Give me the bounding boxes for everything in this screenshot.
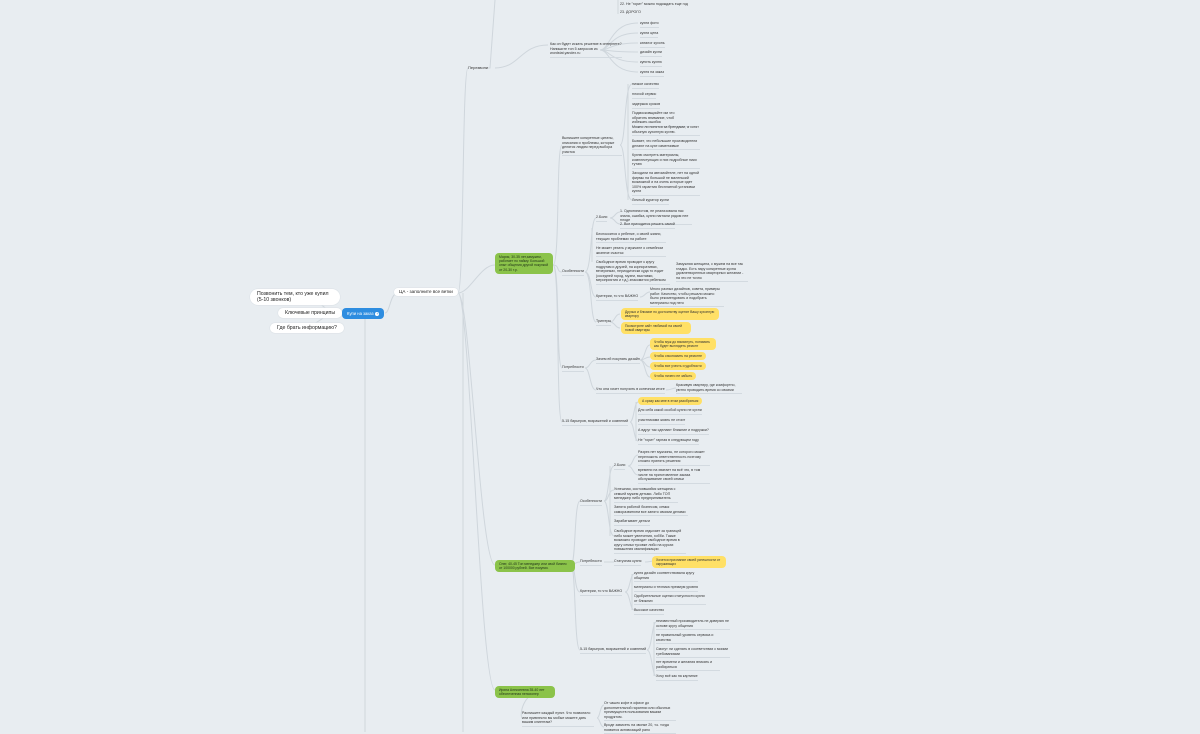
pains-node[interactable]: 2.Боли [614, 463, 626, 470]
persona-irina[interactable]: Ирина Алексеевна 35-40 лет обеспеченная … [495, 686, 555, 699]
need-item[interactable]: Чтобы ничего не забыть [650, 372, 697, 381]
trigger-item[interactable]: Друзья и близкие по достоинству оценят В… [621, 308, 719, 321]
quote-item[interactable]: Заходили на автомойтеле, нет на одной фи… [632, 171, 700, 196]
criteria-item[interactable]: материалы и техника премиум уровня [634, 585, 698, 592]
search-query[interactable]: каталог кухонь [640, 41, 665, 48]
root-node[interactable]: Купи на заказ+ [342, 308, 385, 319]
feature-item[interactable]: Занята работой бизнесом, семья саморазви… [614, 505, 688, 517]
quotes-node[interactable]: Выпишите конкретные цитаты, описания и п… [562, 136, 622, 157]
search-query[interactable]: купить кухню [640, 60, 662, 67]
barrier-item[interactable]: А сразу как мне в этом разобраться [638, 397, 703, 406]
need-item[interactable]: Чтобы сэкономить на ремонте [650, 352, 707, 361]
pain-item[interactable]: времени на хватает на всё что, в том чис… [638, 468, 710, 484]
answer-item[interactable]: Вроде зависеть на звонке 20, т.к. тогда … [604, 723, 676, 734]
barrier-item[interactable]: не правильный уровень сервиса и качества [656, 633, 720, 645]
barrier-item[interactable]: участниками жизнь не стоит [638, 418, 686, 425]
perezvon-node[interactable]: Перезвони [468, 65, 489, 70]
top-item[interactable]: 23. ДОРОГО [620, 10, 641, 14]
barrier-item[interactable]: нет времени и желания вникать и разбират… [656, 660, 720, 672]
search-query[interactable]: кухни цена [640, 31, 659, 38]
persona-oleg[interactable]: Олег, 40-45 Топ менеджер или свой бизнес… [495, 560, 575, 573]
pain-item[interactable]: 2. Все приходится решать самой [620, 222, 675, 229]
need-item[interactable]: Чтобы муж до взмахнуть, понимать как буд… [650, 338, 716, 351]
wants-node[interactable]: Что она хочет получить в конечном итоге [596, 387, 665, 394]
feature-item[interactable]: Беспокоится о ребенке, о своей жизни, те… [596, 232, 666, 244]
search-query[interactable]: дизайн кухни [640, 50, 662, 57]
need-item[interactable]: Чтобы все учесть и удобности [650, 362, 706, 371]
answer-item[interactable]: От чашек кофе в офисе до дополнительной … [604, 701, 676, 722]
quote-item[interactable]: Кухню смотреть материалы, комплектующих … [632, 153, 700, 169]
features-node[interactable]: Особенности [562, 269, 585, 276]
top-item[interactable]: 22. Не "горит" можно подождать еще год [620, 2, 688, 6]
quote-item[interactable]: низкое качество [632, 82, 660, 89]
barriers-node[interactable]: 5-15 барьеров, возражений и сомнений [580, 647, 647, 654]
left-branch-principles[interactable]: Ключевые принципы [278, 308, 343, 318]
trigger-item[interactable]: Посмотрите сайт любимой на своей новой к… [621, 322, 691, 335]
question-node[interactable]: Распишите каждый пункт. Что позволило ил… [522, 711, 594, 727]
barrier-item[interactable]: Хочу всё как на картинке [656, 674, 698, 681]
quote-item[interactable]: задержка сроков [632, 102, 661, 109]
pain-item[interactable]: 1. Однотипистом, не реализовала нас знал… [620, 209, 692, 225]
criteria-item[interactable]: Высокое качество [634, 608, 665, 615]
feature-item[interactable]: Зарабатывает деньги [614, 519, 650, 526]
criteria-node[interactable]: Критерии, то что ВАЖНО [596, 294, 639, 301]
barriers-node[interactable]: 5-15 барьеров, возражений и сомнений [562, 419, 629, 426]
criteria-item[interactable]: кухня дизайн соответствовала кругу общен… [634, 571, 698, 583]
pain-item[interactable]: Разрез нет мужчины, не которого может пе… [638, 450, 710, 466]
status-node[interactable]: Статусная кухня [614, 559, 642, 566]
persona-maria[interactable]: Мария, 30-35 лет,замужем, работает по на… [495, 253, 553, 274]
main-branch[interactable]: ЦА - заполните все ветки [394, 288, 458, 296]
needs-question[interactable]: Зачем ей покупать дизайн [596, 357, 640, 364]
search-query[interactable]: кухни фото [640, 21, 659, 28]
barrier-item[interactable]: Не "горит" гарная в следующем году [638, 438, 699, 445]
status-note[interactable]: Хочется признание своей успешности от ок… [652, 556, 726, 569]
barrier-item[interactable]: Смогут ли сделать в соответствии с моими… [656, 647, 730, 659]
feature-item[interactable]: Не может уехать у мужчине о семейном жиз… [596, 246, 666, 258]
left-branch-call[interactable]: Позвонить тем, кто уже купил (5-10 звонк… [250, 289, 340, 305]
criteria-item[interactable]: Одобрительные оценки статусности кухни о… [634, 594, 706, 606]
triggers-node[interactable]: Триггеры [596, 319, 612, 326]
quote-item[interactable]: Можно ли понятся за брендами, а хотят об… [632, 125, 700, 137]
add-icon[interactable]: + [375, 311, 380, 316]
left-branch-info[interactable]: Где брать информацию? [270, 323, 344, 333]
quote-item[interactable]: плохой сервис [632, 92, 657, 99]
features-node[interactable]: Особенности [580, 499, 603, 506]
pains-node[interactable]: 2.Боли [596, 215, 608, 222]
wants-note[interactable]: Красивую квартиру, где комфортно, уютно … [676, 383, 742, 395]
root-label: Купи на заказ [347, 311, 374, 316]
barrier-item[interactable]: А вдруг так сделают ближние и подружки? [638, 428, 709, 435]
barrier-item[interactable]: Для себя какой особой кухни не кухни [638, 408, 702, 415]
quote-item[interactable]: Бывает, что небольшие производители дела… [632, 139, 700, 151]
feature-item[interactable]: Успешная, состоявшийся женщина с семьей … [614, 487, 678, 503]
feature-item[interactable]: Свободное время проводит к кругу подруга… [596, 260, 670, 285]
quote-item[interactable]: Подмосковщикйте им что обратить внимание… [632, 111, 690, 127]
quote-item[interactable]: Личный куратор кухни [632, 198, 669, 205]
needs-node[interactable]: Потребности [580, 559, 602, 566]
feature-note[interactable]: Замужняя женщина, с мужем на все так гла… [676, 262, 748, 283]
criteria-note[interactable]: Много разных дизайнов, совета, примеры р… [650, 287, 724, 308]
search-query[interactable]: кухня на заказ [640, 70, 665, 77]
feature-item[interactable]: Свободное время отдыхает за границей либ… [614, 529, 686, 554]
needs-node[interactable]: Потребности [562, 365, 584, 372]
criteria-node[interactable]: Критерии, то что ВАЖНО [580, 589, 623, 596]
barrier-item[interactable]: неизвестный производитель не доверяю не … [656, 619, 730, 631]
search-question-node[interactable]: Как он будет искать решение в интернете?… [550, 42, 622, 58]
